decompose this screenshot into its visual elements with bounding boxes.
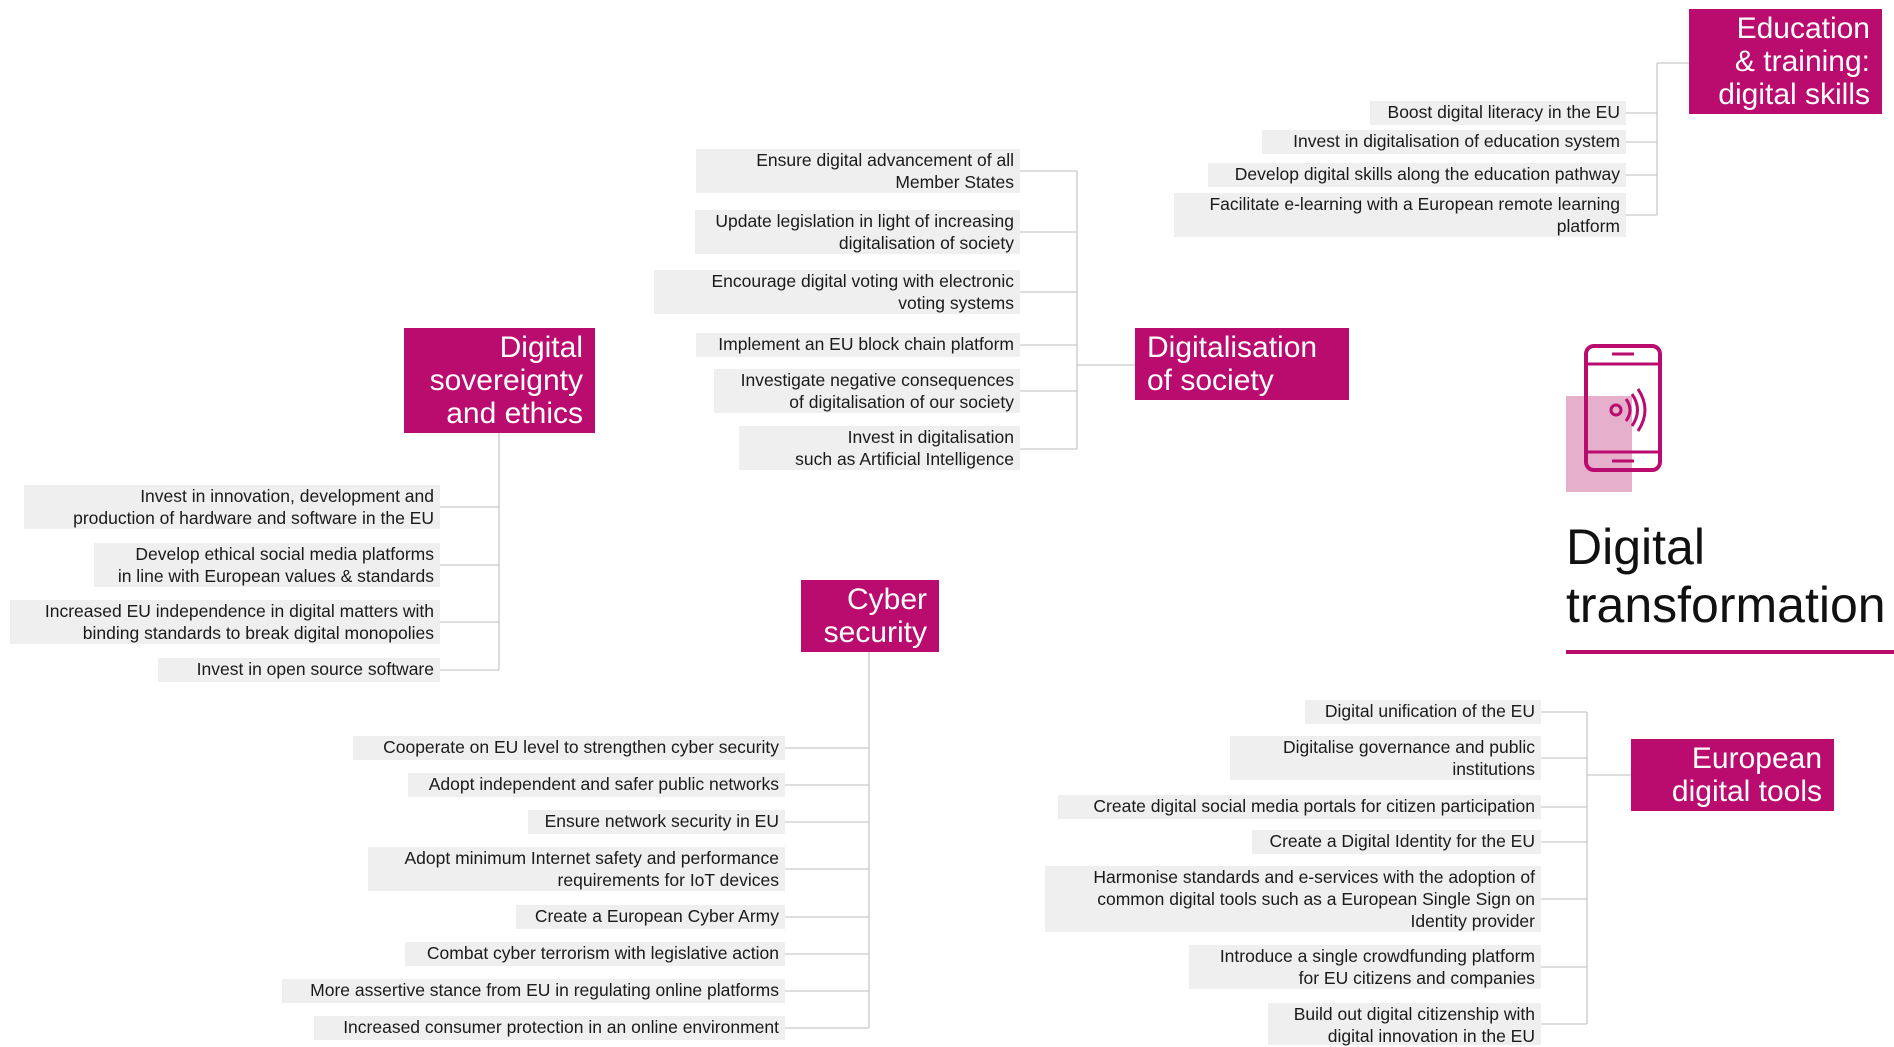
society-item: Invest in digitalisation such as Artific… bbox=[739, 426, 1020, 470]
cyber-item: Create a European Cyber Army bbox=[516, 905, 785, 929]
tools-item: Harmonise standards and e-services with … bbox=[1045, 866, 1541, 932]
society-item: Ensure digital advancement of all Member… bbox=[696, 149, 1020, 193]
education-item: Boost digital literacy in the EU bbox=[1370, 101, 1626, 125]
society-item: Investigate negative consequences of dig… bbox=[714, 369, 1020, 413]
tools-item: Build out digital citizenship with digit… bbox=[1268, 1003, 1541, 1046]
smartphone-signal-icon bbox=[1566, 344, 1662, 492]
sovereignty-item: Increased EU independence in digital mat… bbox=[10, 600, 440, 644]
society-item: Implement an EU block chain platform bbox=[696, 333, 1020, 357]
sovereignty-item: Invest in open source software bbox=[158, 658, 440, 682]
category-cyber: Cyber security bbox=[801, 580, 939, 652]
category-education: Education & training: digital skills bbox=[1689, 9, 1882, 114]
cyber-item: Adopt minimum Internet safety and perfor… bbox=[368, 847, 785, 891]
tools-item: Digitalise governance and public institu… bbox=[1230, 736, 1541, 780]
category-sovereignty: Digital sovereignty and ethics bbox=[404, 328, 595, 433]
cyber-item: More assertive stance from EU in regulat… bbox=[282, 979, 785, 1003]
tools-item: Digital unification of the EU bbox=[1305, 700, 1541, 724]
cyber-item: Combat cyber terrorism with legislative … bbox=[405, 942, 785, 966]
society-item: Encourage digital voting with electronic… bbox=[654, 270, 1020, 314]
education-item: Develop digital skills along the educati… bbox=[1208, 163, 1626, 187]
cyber-item: Ensure network security in EU bbox=[528, 810, 785, 834]
title-underline bbox=[1566, 650, 1894, 654]
tools-item: Introduce a single crowdfunding platform… bbox=[1189, 945, 1541, 989]
cyber-item: Increased consumer protection in an onli… bbox=[314, 1016, 785, 1040]
category-tools: European digital tools bbox=[1631, 739, 1834, 811]
cyber-item: Adopt independent and safer public netwo… bbox=[408, 773, 785, 797]
sovereignty-item: Develop ethical social media platforms i… bbox=[94, 543, 440, 587]
tools-item: Create a Digital Identity for the EU bbox=[1252, 830, 1541, 854]
society-item: Update legislation in light of increasin… bbox=[695, 210, 1020, 254]
cyber-item: Cooperate on EU level to strengthen cybe… bbox=[353, 736, 785, 760]
category-society: Digitalisation of society bbox=[1135, 328, 1349, 400]
page-title: Digital transformation bbox=[1566, 519, 1886, 633]
tools-item: Create digital social media portals for … bbox=[1058, 795, 1541, 819]
education-item: Facilitate e-learning with a European re… bbox=[1174, 193, 1626, 237]
education-item: Invest in digitalisation of education sy… bbox=[1262, 130, 1626, 154]
sovereignty-item: Invest in innovation, development and pr… bbox=[24, 485, 440, 529]
